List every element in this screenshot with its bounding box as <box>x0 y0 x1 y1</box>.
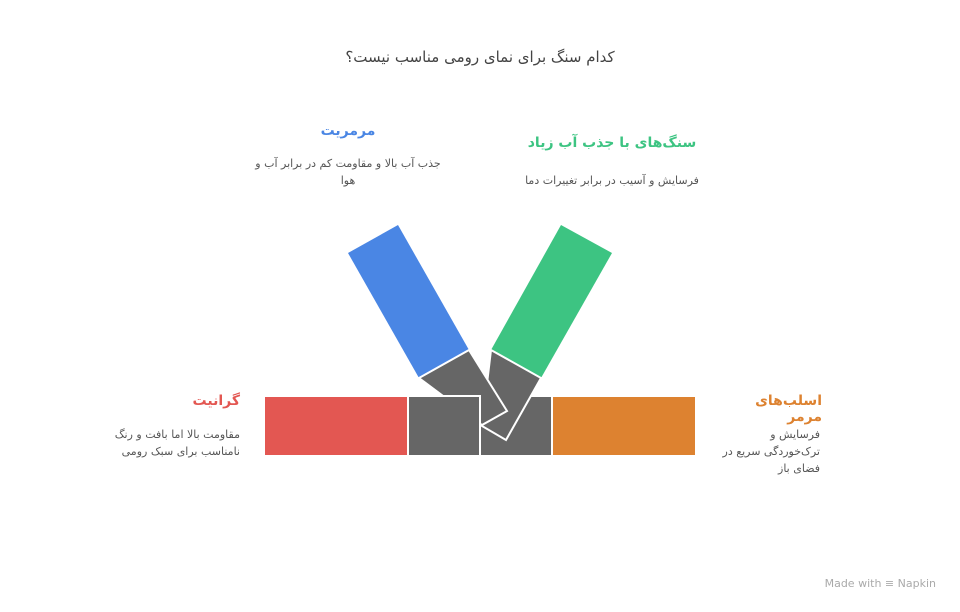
blue-bar <box>348 225 469 378</box>
granite-bar <box>265 397 407 455</box>
high-absorption-title: سنگ‌های با جذب آب زیاد <box>527 135 697 151</box>
marble-slab-bar <box>553 397 695 455</box>
made-with-label: Made with <box>824 577 882 590</box>
marmarit-desc: جذب آب بالا و مقاومت کم در برابر آب و هو… <box>255 157 441 187</box>
napkin-watermark: Made with ≡ Napkin <box>825 577 936 590</box>
granite-desc: مقاومت بالا اما بافت و رنگ نامناسب برای … <box>114 428 240 458</box>
green-bar <box>491 225 612 378</box>
napkin-brand: Napkin <box>897 577 936 590</box>
high-absorption-desc: فرسایش و آسیب در برابر تغییرات دما <box>525 174 699 187</box>
marmarit-title: مرمریت <box>320 123 376 139</box>
marble-slab-title: اسلب‌های مرمر <box>755 393 822 425</box>
napkin-logo-icon: ≡ <box>884 577 895 590</box>
diagram-title: کدام سنگ برای نمای رومی مناسب نیست؟ <box>345 48 615 66</box>
granite-title: گرانیت <box>192 393 240 409</box>
center-block-left <box>407 395 481 457</box>
marble-slab-desc: فرسایش و ترک‌خوردگی سریع در فضای باز <box>722 428 820 475</box>
